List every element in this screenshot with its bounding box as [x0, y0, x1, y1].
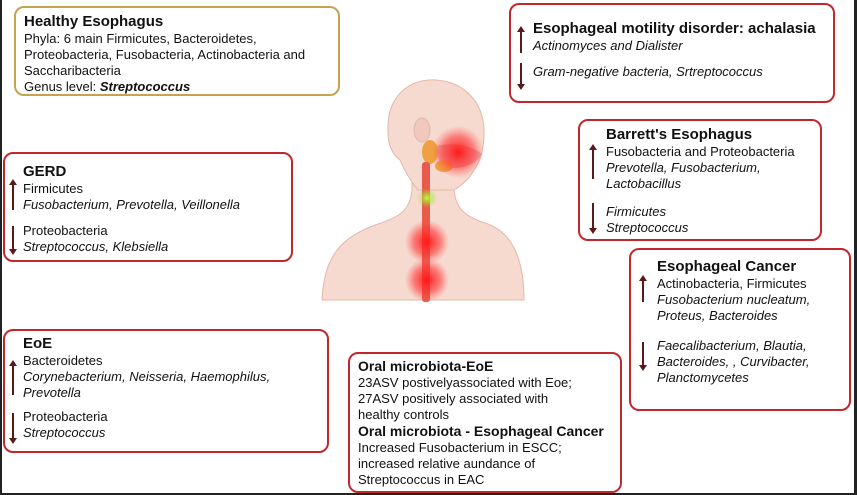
oral-eoe-line-2: 27ASV positively associated with	[358, 391, 549, 406]
oral-eoe-title: Oral microbiota-EoE	[358, 358, 494, 374]
eoe-title: EoE	[23, 335, 53, 352]
esophageal-cancer-title: Esophageal Cancer	[657, 258, 797, 275]
healthy-esophagus-box: Healthy Esophagus Phyla: 6 main Firmicut…	[14, 6, 340, 96]
barretts-decreased-genera: Streptococcus	[606, 220, 689, 235]
right-border	[854, 0, 857, 495]
gerd-decreased-genera: Streptococcus, Klebsiella	[23, 239, 169, 254]
cancer-decreased-genera-2: Bacteroides, , Curvibacter,	[657, 354, 810, 369]
achalasia-increased: Actinomyces and Dialister	[533, 38, 683, 53]
decrease-arrow-icon	[9, 226, 17, 255]
bottom-border	[0, 493, 857, 495]
healthy-esophagus-title: Healthy Esophagus	[24, 13, 164, 30]
eoe-decreased-genera: Streptococcus	[23, 425, 106, 440]
decrease-arrow-icon	[9, 413, 17, 444]
increase-arrow-icon	[517, 26, 525, 53]
healthy-genus-label: Genus level:	[24, 79, 100, 94]
increase-arrow-icon	[9, 179, 17, 210]
cancer-decreased-genera-1: Faecalibacterium, Blautia,	[657, 338, 807, 353]
eoe-box: EoE Bacteroidetes Corynebacterium, Neiss…	[3, 329, 329, 453]
oral-cancer-line-3: Streptococcus in EAC	[358, 472, 485, 487]
eoe-increased-phyla: Bacteroidetes	[23, 353, 103, 368]
throat-green-spot	[417, 188, 437, 208]
achalasia-box: Esophageal motility disorder: achalasia …	[509, 3, 835, 103]
decrease-arrow-icon	[589, 203, 597, 234]
esophageal-cancer-box: Esophageal Cancer Actinobacteria, Firmic…	[629, 248, 851, 411]
cancer-increased-genera-2: Proteus, Bacteroides	[657, 308, 778, 323]
barretts-title: Barrett's Esophagus	[606, 126, 753, 143]
increase-arrow-icon	[589, 144, 597, 179]
healthy-genus-line: Genus level: Streptococcus	[24, 79, 330, 95]
gerd-title: GERD	[23, 163, 67, 180]
gerd-decreased-phyla: Proteobacteria	[23, 223, 108, 238]
oral-cancer-line-2: increased relative aundance of	[358, 456, 536, 471]
esophagus-hotspot-lower	[405, 258, 449, 302]
esophagus-hotspot-upper	[405, 220, 449, 264]
mouth-hotspot	[432, 126, 484, 178]
barretts-increased-phyla: Fusobacteria and Proteobacteria	[606, 144, 795, 159]
oral-cancer-line-1: Increased Fusobacterium in ESCC;	[358, 440, 562, 455]
barretts-increased-genera-1: Prevotella, Fusobacterium,	[606, 160, 761, 175]
healthy-phyla-line-3: Saccharibacteria	[24, 63, 121, 78]
cancer-increased-genera-1: Fusobacterium nucleatum,	[657, 292, 811, 307]
eoe-increased-genera-1: Corynebacterium, Neisseria, Haemophilus,	[23, 369, 271, 384]
gerd-increased-phyla: Firmicutes	[23, 181, 83, 196]
healthy-phyla-line-2: Proteobacteria, Fusobacteria, Actinobact…	[24, 47, 306, 62]
achalasia-title: Esophageal motility disorder: achalasia	[533, 20, 816, 37]
oral-microbiota-box: Oral microbiota-EoE 23ASV postivelyassoc…	[348, 352, 622, 493]
barretts-box: Barrett's Esophagus Fusobacteria and Pro…	[578, 119, 822, 241]
decrease-arrow-icon	[517, 63, 525, 90]
left-border	[0, 0, 2, 495]
healthy-genus-value: Streptococcus	[99, 79, 191, 94]
eoe-decreased-phyla: Proteobacteria	[23, 409, 108, 424]
achalasia-decreased: Gram-negative bacteria, Srtreptococcus	[533, 64, 763, 79]
gerd-increased-genera: Fusobacterium, Prevotella, Veillonella	[23, 197, 241, 212]
oral-eoe-line-1: 23ASV postivelyassociated with Eoe;	[358, 375, 572, 390]
ear-shape	[413, 117, 431, 143]
gerd-box: GERD Firmicutes Fusobacterium, Prevotell…	[3, 152, 293, 262]
increase-arrow-icon	[639, 275, 647, 302]
cancer-decreased-genera-3: Planctomycetes	[657, 370, 749, 385]
cancer-increased-phyla: Actinobacteria, Firmicutes	[657, 276, 807, 291]
oral-cancer-title: Oral microbiota - Esophageal Cancer	[358, 423, 604, 439]
barretts-increased-genera-2: Lactobacillus	[606, 176, 682, 191]
decrease-arrow-icon	[639, 342, 647, 371]
increase-arrow-icon	[9, 360, 17, 395]
barretts-decreased-phyla: Firmicutes	[606, 204, 666, 219]
healthy-phyla-line-1: Phyla: 6 main Firmicutes, Bacteroidetes,	[24, 31, 257, 46]
human-torso-illustration	[321, 79, 525, 302]
oral-eoe-line-3: healthy controls	[358, 407, 450, 422]
eoe-increased-genera-2: Prevotella	[23, 385, 81, 400]
